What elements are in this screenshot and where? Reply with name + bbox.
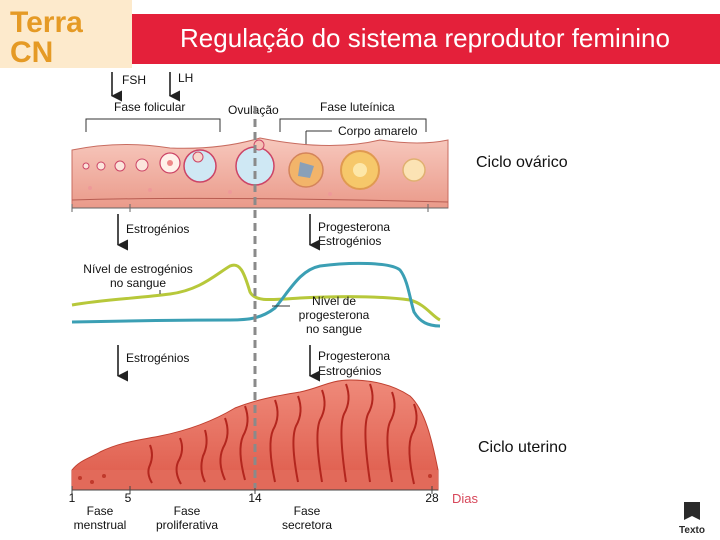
lh-label: LH xyxy=(178,71,193,85)
progesterone-level-label-line2: progesterona xyxy=(299,308,370,322)
fsh-label: FSH xyxy=(122,73,146,87)
logo-text-line1: Terra xyxy=(10,6,83,39)
uterine-glands xyxy=(147,383,418,485)
follicular-phase-label: Fase folicular xyxy=(114,100,185,114)
progesterone-label-1: Progesterona xyxy=(318,220,390,234)
day-14-label: 14 xyxy=(248,491,262,505)
menstrual-phase-line2: menstrual xyxy=(74,518,127,532)
estrogen-label-2b: Estrogénios xyxy=(318,364,381,378)
blood-levels-panel xyxy=(71,261,441,328)
luteal-phase-label: Fase luteínica xyxy=(320,100,395,114)
day-28-label: 28 xyxy=(425,491,439,505)
day-5-label: 5 xyxy=(125,491,132,505)
proliferative-phase-line1: Fase xyxy=(174,504,201,518)
luteal-bracket xyxy=(279,118,427,132)
estrogen-level-label-line2: no sangue xyxy=(110,276,166,290)
menstrual-blood-drops xyxy=(78,474,432,484)
day-1-label: 1 xyxy=(69,491,76,505)
progesterone-level-label-line1: Nível de xyxy=(312,294,356,308)
days-unit-label: Dias xyxy=(452,491,479,506)
logo-text-line2: CN xyxy=(10,36,53,69)
estrogen-label-2: Estrogénios xyxy=(126,351,189,365)
menstrual-phase-line1: Fase xyxy=(87,504,114,518)
publisher-name: Texto xyxy=(679,525,705,536)
publisher-logo: Texto xyxy=(679,502,705,536)
proliferative-phase-line2: proliferativa xyxy=(156,518,218,532)
secretory-phase-line2: secretora xyxy=(282,518,332,532)
secretory-phase-line1: Fase xyxy=(294,504,321,518)
corpus-luteum-label: Corpo amarelo xyxy=(338,124,418,138)
estrogen-label-1: Estrogénios xyxy=(126,222,189,236)
estrogen-level-label-line1: Nível de estrogénios xyxy=(83,262,192,276)
follicular-bracket xyxy=(85,118,221,132)
progesterone-label-2: Progesterona xyxy=(318,349,390,363)
page-title: Regulação do sistema reprodutor feminino xyxy=(180,23,670,53)
progesterone-curve xyxy=(71,261,441,328)
uterine-cycle-label: Ciclo uterino xyxy=(478,439,567,456)
book-icon xyxy=(684,502,700,520)
progesterone-level-label-line3: no sangue xyxy=(306,322,362,336)
title-banner: Regulação do sistema reprodutor feminino xyxy=(118,14,720,64)
ovarian-cycle-label: Ciclo ovárico xyxy=(476,154,568,171)
estrogen-label-1b: Estrogénios xyxy=(318,234,381,248)
brand-logo: Terra CN xyxy=(0,0,132,69)
